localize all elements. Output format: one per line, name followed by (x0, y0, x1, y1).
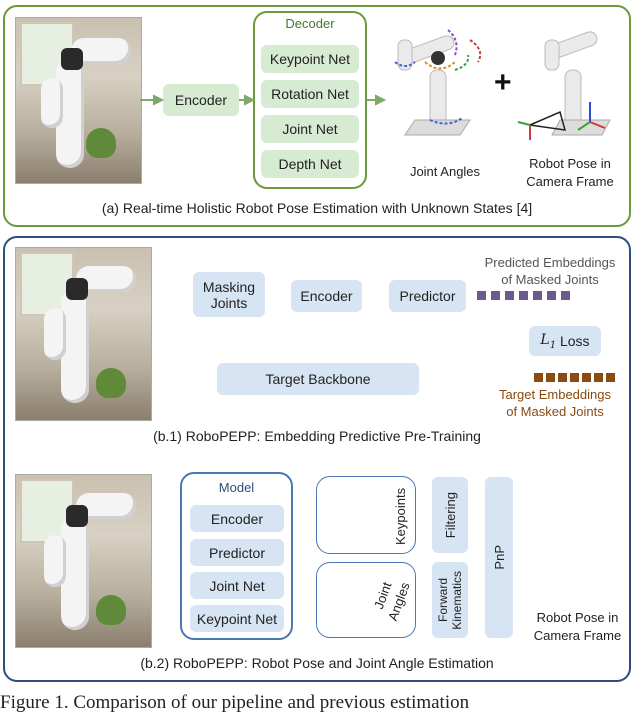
encoder-label-b2: Encoder (210, 510, 264, 527)
predictor-label-b2: Predictor (208, 544, 266, 561)
target-backbone-box: Target Backbone (217, 363, 419, 395)
predicted-cell (490, 290, 501, 301)
keypoint-net-box-b2: Keypoint Net (190, 605, 284, 632)
keypoint-net-label-a: Keypoint Net (269, 51, 351, 67)
predicted-cell (518, 290, 529, 301)
predictor-box-b2: Predictor (190, 539, 284, 566)
predicted-cell (504, 290, 515, 301)
forward-kinematics-box: Forward Kinematics (432, 562, 468, 638)
keypoints-render-frame (316, 476, 416, 554)
joint-net-label-b2: Joint Net (209, 577, 265, 594)
caption-b1: (b.1) RoboPEPP: Embedding Predictive Pre… (153, 428, 481, 444)
target-cell (569, 372, 580, 383)
predictor-box-b1: Predictor (389, 280, 466, 312)
predicted-cell (560, 290, 571, 301)
joint-angles-label-a: Joint Angles (409, 164, 481, 179)
robot-pose-label-a-2: Camera Frame (526, 174, 614, 189)
depth-net-box: Depth Net (261, 150, 359, 178)
caption-b2: (b.2) RoboPEPP: Robot Pose and Joint Ang… (140, 655, 494, 671)
loss-word: Loss (559, 333, 590, 349)
predicted-cell (532, 290, 543, 301)
encoder-label-a: Encoder (174, 92, 228, 108)
figure-caption-fragment: Figure 1. Comparison of our pipeline and… (0, 692, 470, 713)
target-embeddings-label-1: Target Embeddings (498, 387, 611, 402)
encoder-box-b1: Encoder (291, 280, 362, 312)
joint-angles-render-frame (316, 562, 416, 638)
l1-loss-box: L1 Loss (529, 326, 601, 356)
rotation-net-box: Rotation Net (261, 80, 359, 108)
target-cell (545, 372, 556, 383)
masking-joints-box: Masking Joints (193, 272, 265, 317)
filtering-label: Filtering (442, 491, 458, 539)
loss-symbol: L1 (540, 331, 557, 351)
joint-angles-label-b2: Joint Angles (371, 570, 413, 632)
masking-label-2: Joints (210, 294, 248, 311)
predicted-embeddings-label-1: Predicted Embeddings (484, 255, 616, 270)
fk-label-1: Forward (436, 577, 450, 622)
joint-net-box-a: Joint Net (261, 115, 359, 143)
robot-photo-a (15, 17, 142, 184)
joint-net-label-a: Joint Net (282, 121, 338, 137)
robot-pose-label-b2-2: Camera Frame (533, 628, 622, 643)
masking-label-1: Masking (202, 278, 256, 295)
target-cell (593, 372, 604, 383)
keypoints-label: Keypoints (393, 487, 408, 545)
target-embedding-cells (533, 372, 633, 384)
target-embeddings-label-2: of Masked Joints (506, 404, 604, 419)
joint-net-box-b2: Joint Net (190, 572, 284, 599)
filtering-box: Filtering (432, 477, 468, 553)
target-cell (557, 372, 568, 383)
keypoint-net-label-b2: Keypoint Net (196, 610, 278, 627)
target-backbone-label: Target Backbone (265, 371, 371, 387)
encoder-box-a: Encoder (163, 84, 239, 116)
robot-photo-b2 (15, 474, 152, 648)
caption-a: (a) Real-time Holistic Robot Pose Estima… (101, 200, 533, 216)
robot-pose-label-b2-1: Robot Pose in (536, 610, 619, 625)
encoder-label-b1: Encoder (300, 288, 353, 304)
fk-label-2: Kinematics (450, 570, 464, 630)
target-cell (533, 372, 544, 383)
pnp-box: PnP (485, 477, 513, 638)
pnp-label: PnP (491, 545, 507, 570)
depth-net-label: Depth Net (278, 156, 342, 172)
target-cell (605, 372, 616, 383)
predicted-cell (476, 290, 487, 301)
predicted-cell (546, 290, 557, 301)
robot-photo-b1 (15, 247, 152, 421)
robot-pose-label-a-1: Robot Pose in (529, 156, 611, 171)
predicted-embeddings-label-2: of Masked Joints (501, 272, 599, 287)
model-title: Model (218, 480, 255, 495)
predictor-label-b1: Predictor (399, 288, 456, 304)
predicted-embedding-cells (476, 290, 588, 302)
encoder-box-b2: Encoder (190, 505, 284, 532)
decoder-title: Decoder (285, 16, 335, 31)
target-cell (581, 372, 592, 383)
rotation-net-label: Rotation Net (271, 86, 349, 102)
plus-sign: + (494, 66, 512, 99)
keypoint-net-box-a: Keypoint Net (261, 45, 359, 73)
